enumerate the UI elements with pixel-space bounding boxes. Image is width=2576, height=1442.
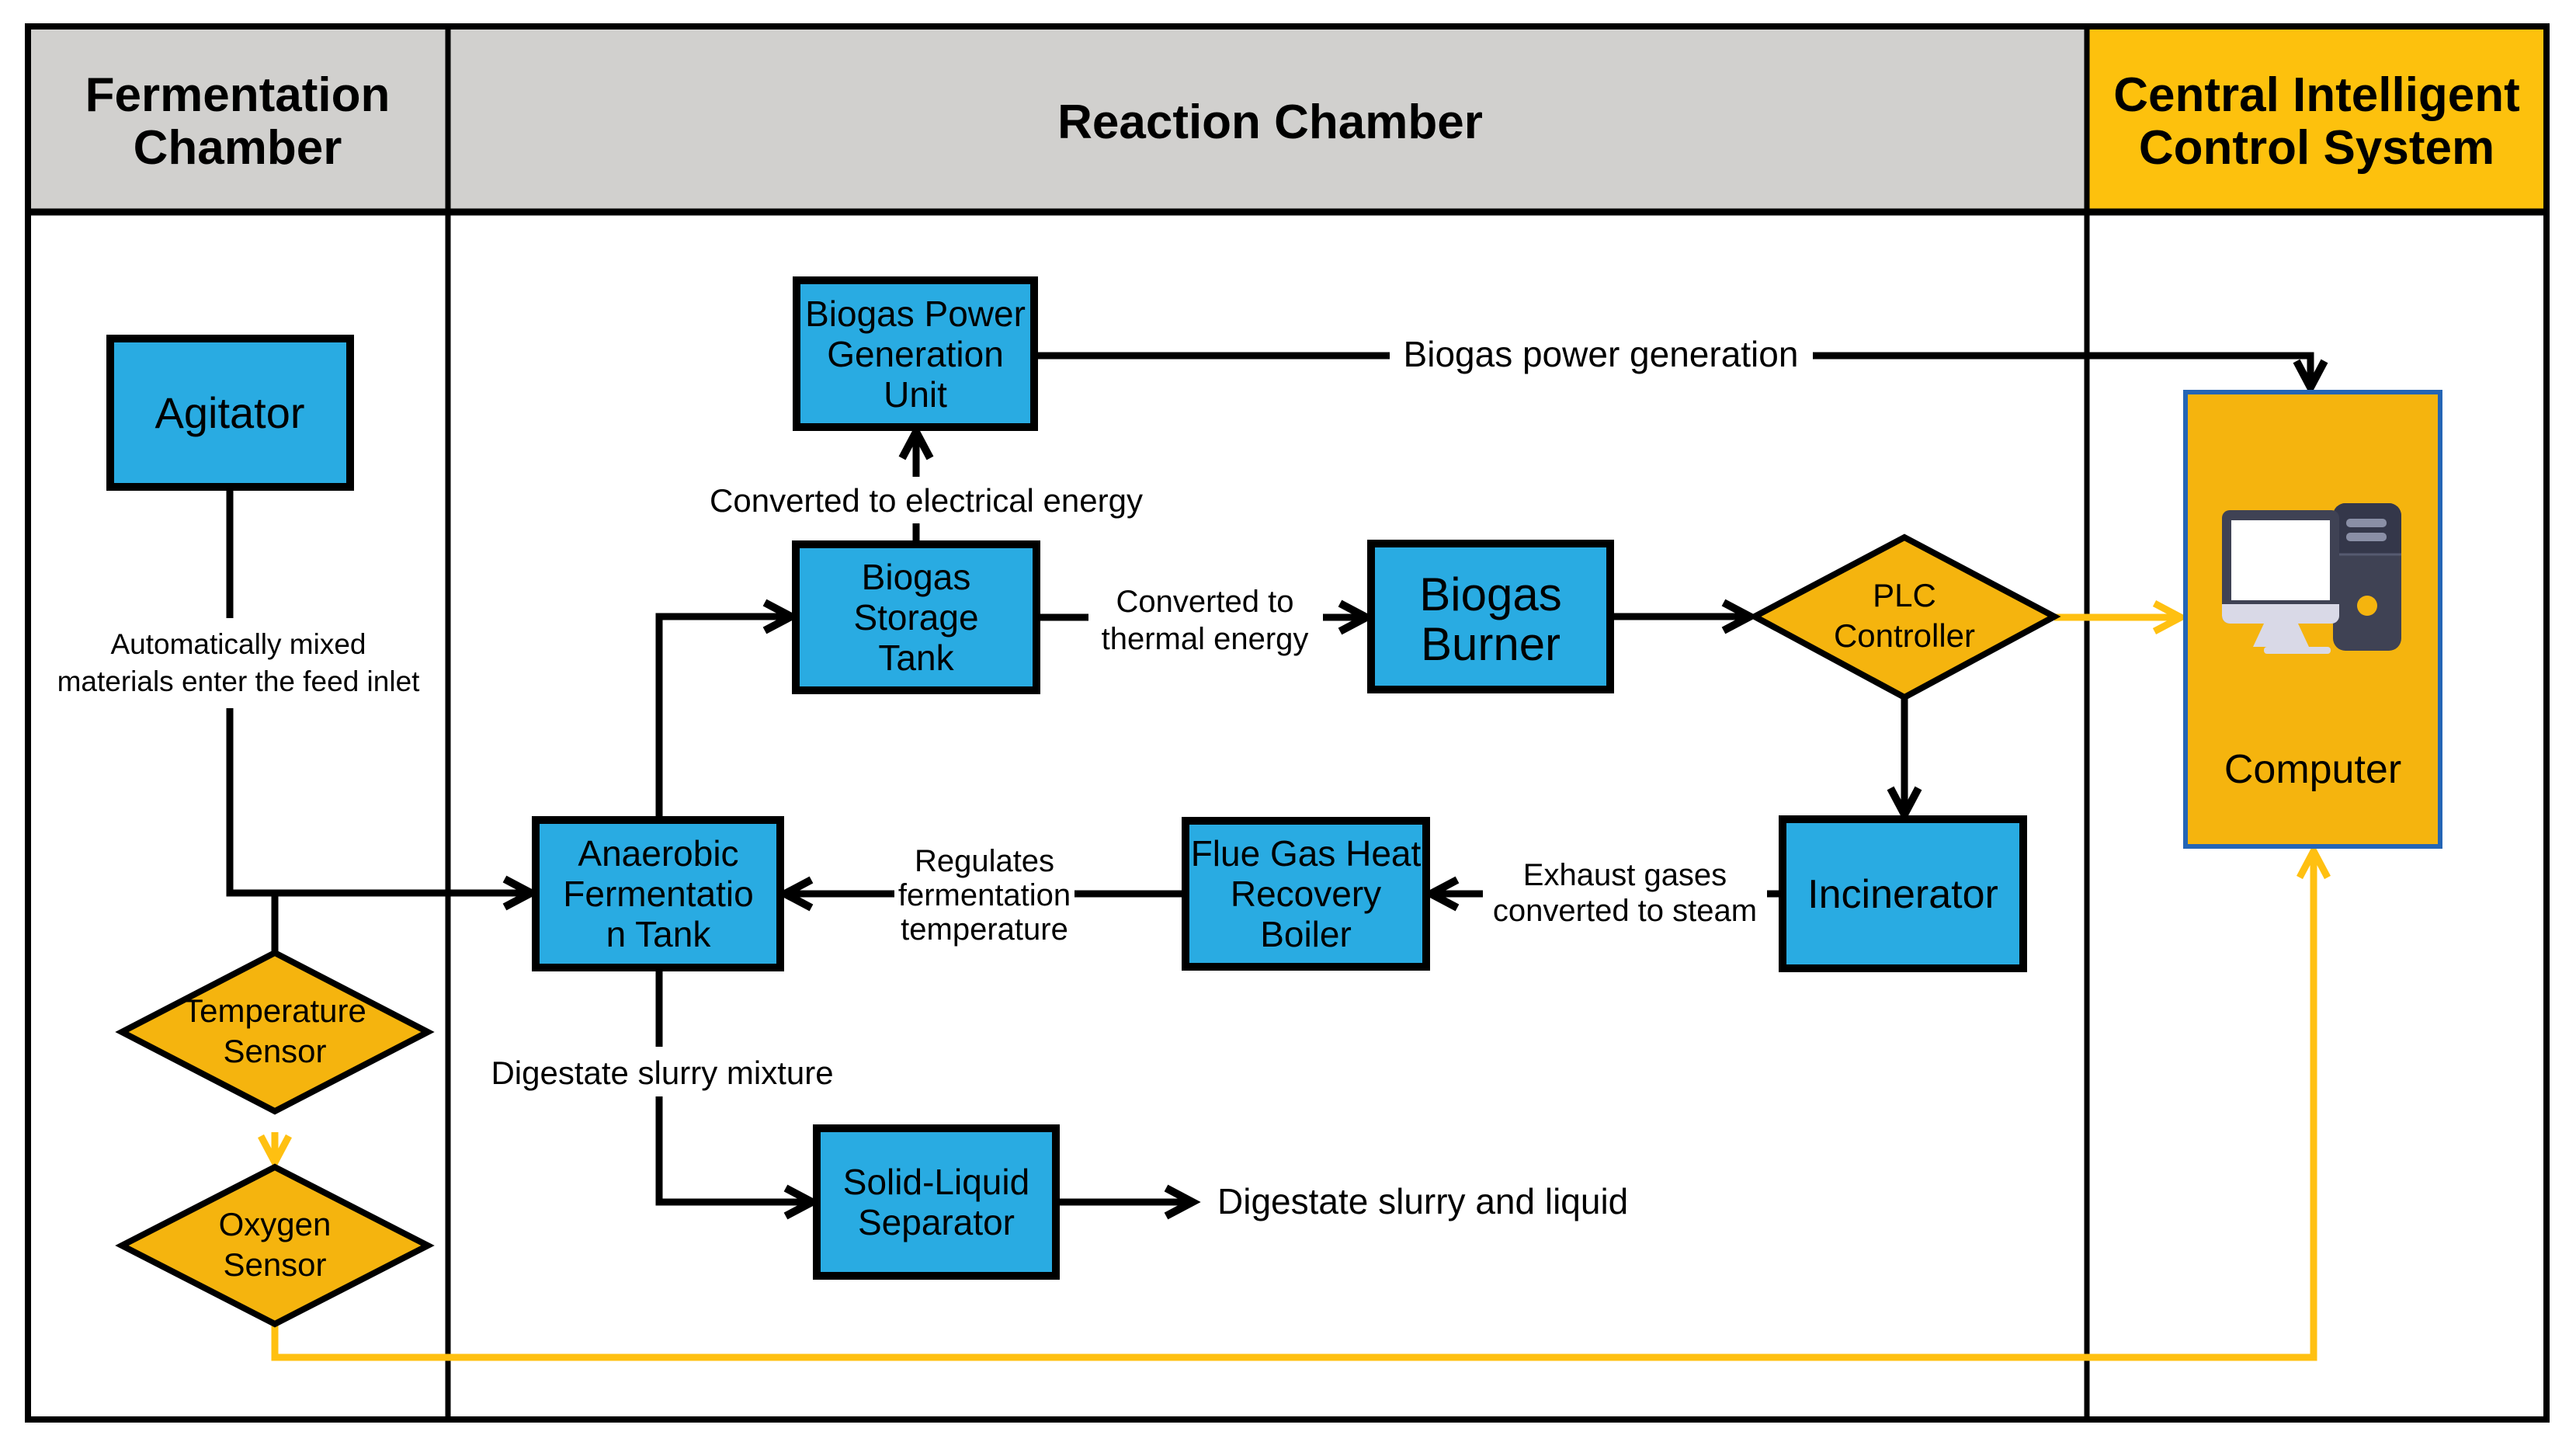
node-biogas-storage-tank-line1: Biogas: [862, 557, 971, 597]
node-agitator: Agitator: [106, 335, 354, 491]
node-flue-gas-heat-recovery-boiler-line1: Flue Gas Heat: [1191, 833, 1422, 874]
label-converted-electrical-bg: [697, 477, 1155, 523]
label-regulates-temperature-line2: fermentation: [898, 878, 1071, 912]
node-anaerobic-fermentation-tank-line3: n Tank: [606, 914, 712, 954]
header-fermentation-bg: [28, 26, 448, 212]
node-computer: Computer: [2183, 390, 2442, 849]
label-regulates-temperature-line1: Regulates: [915, 844, 1054, 878]
node-biogas-burner-line1: Biogas: [1419, 568, 1561, 620]
computer-power-button: [2357, 596, 2377, 616]
label-biogas-power-generation-bg: [1390, 326, 1813, 385]
label-converted-thermal-bg: [1088, 576, 1323, 660]
node-oxygen-sensor-line1: Oxygen: [219, 1206, 332, 1242]
label-exhaust-gases-bg: [1483, 853, 1767, 933]
node-anaerobic-fermentation-tank-box: [532, 816, 784, 971]
header-control-line1: Central Intelligent: [2113, 68, 2520, 122]
computer-monitor-chin: [2222, 604, 2339, 624]
node-anaerobic-fermentation-tank-line2: Fermentatio: [563, 874, 753, 914]
node-agitator-box: [106, 335, 354, 491]
label-digestate-output-line1: Digestate slurry and liquid: [1217, 1181, 1628, 1221]
header-reaction-line1: Reaction Chamber: [1057, 96, 1483, 149]
node-agitator-label: Agitator: [155, 388, 305, 437]
header-control-line2: Control System: [2139, 121, 2494, 175]
node-temperature-sensor-line1: Temperature: [183, 992, 366, 1029]
header-reaction-bg: [448, 26, 2087, 212]
node-flue-gas-heat-recovery-boiler: Flue Gas Heat Recovery Boiler: [1182, 817, 1430, 971]
node-anaerobic-fermentation-tank: Anaerobic Fermentatio n Tank: [532, 816, 784, 971]
header-control-bg: [2087, 26, 2546, 212]
node-temperature-sensor: Temperature Sensor: [115, 949, 435, 1115]
node-plc-controller-line1: PLC: [1873, 577, 1936, 613]
node-biogas-burner-box: [1367, 540, 1614, 693]
node-incinerator-label: Incinerator: [1807, 872, 1998, 917]
label-biogas-power-generation-line1: Biogas power generation: [1404, 334, 1799, 374]
computer-monitor-stand: [2253, 624, 2309, 647]
label-auto-mixed-bg: [37, 618, 441, 708]
computer-tower-top: [2333, 503, 2401, 554]
node-computer-label: Computer: [2224, 747, 2401, 792]
node-biogas-power-generation-unit-line1: Biogas Power: [805, 294, 1026, 334]
label-digestate-output: Digestate slurry and liquid: [1217, 1181, 1628, 1221]
node-plc-controller: PLC Controller: [1748, 533, 2061, 701]
node-anaerobic-fermentation-tank-line1: Anaerobic: [578, 833, 738, 874]
outer-frame: [25, 23, 2550, 1423]
node-temperature-sensor-diamond: [115, 949, 435, 1115]
label-regulates-temperature-line3: temperature: [901, 912, 1068, 947]
node-flue-gas-heat-recovery-boiler-line3: Boiler: [1260, 914, 1352, 954]
computer-tower-stripe-2: [2346, 533, 2387, 541]
label-auto-mixed-line1: Automatically mixed: [110, 628, 366, 660]
edge-tank-to-storage: [655, 599, 800, 820]
label-digestate-mixture-line1: Digestate slurry mixture: [491, 1055, 833, 1091]
node-solid-liquid-separator: Solid-Liquid Separator: [813, 1124, 1060, 1280]
node-biogas-power-generation-unit: Biogas Power Generation Unit: [793, 276, 1038, 431]
computer-monitor-screen: [2231, 520, 2330, 600]
node-plc-controller-line2: Controller: [1834, 617, 1975, 654]
node-oxygen-sensor: Oxygen Sensor: [115, 1163, 435, 1328]
node-biogas-storage-tank-line2: Storage: [853, 597, 978, 638]
node-biogas-power-generation-unit-line3: Unit: [884, 374, 947, 415]
label-regulates-temperature-bg: [894, 836, 1074, 949]
label-converted-electrical: Converted to electrical energy: [697, 477, 1155, 523]
swimlane-headers: Fermentation Chamber Reaction Chamber Ce…: [28, 26, 2546, 212]
edge-tank-to-separator: [655, 968, 821, 1220]
node-biogas-power-generation-unit-box: [793, 276, 1038, 431]
node-biogas-power-generation-unit-line2: Generation: [827, 334, 1004, 374]
computer-monitor-base: [2264, 647, 2331, 654]
computer-icon: [2222, 503, 2401, 654]
node-solid-liquid-separator-line2: Separator: [858, 1202, 1015, 1242]
label-digestate-mixture: Digestate slurry mixture: [481, 1047, 843, 1096]
node-incinerator-box: [1779, 815, 2027, 972]
node-incinerator: Incinerator: [1779, 815, 2027, 972]
node-solid-liquid-separator-line1: Solid-Liquid: [843, 1162, 1029, 1202]
node-biogas-burner-line2: Burner: [1421, 618, 1561, 670]
node-biogas-storage-tank-line3: Tank: [878, 638, 954, 678]
node-biogas-storage-tank: Biogas Storage Tank: [792, 540, 1040, 694]
label-converted-electrical-line1: Converted to electrical energy: [710, 482, 1143, 519]
label-auto-mixed-line2: materials enter the feed inlet: [57, 665, 421, 697]
label-auto-mixed: Automatically mixed materials enter the …: [37, 618, 441, 708]
label-converted-thermal: Converted to thermal energy: [1088, 576, 1323, 660]
connectors-yellow: [258, 600, 2331, 1361]
node-biogas-storage-tank-box: [792, 540, 1040, 694]
node-solid-liquid-separator-box: [813, 1124, 1060, 1280]
label-exhaust-gases: Exhaust gases converted to steam: [1483, 853, 1767, 933]
label-regulates-temperature: Regulates fermentation temperature: [894, 836, 1074, 949]
header-fermentation-line1: Fermentation: [85, 68, 391, 122]
label-converted-thermal-line2: thermal energy: [1102, 622, 1309, 656]
computer-tower-stripe-1: [2346, 519, 2387, 527]
node-biogas-burner: Biogas Burner: [1367, 540, 1614, 693]
label-exhaust-gases-line1: Exhaust gases: [1523, 858, 1727, 892]
label-biogas-power-generation: Biogas power generation: [1390, 326, 1813, 385]
node-temperature-sensor-line2: Sensor: [223, 1033, 326, 1069]
header-fermentation-line2: Chamber: [134, 121, 342, 175]
node-oxygen-sensor-diamond: [115, 1163, 435, 1328]
node-flue-gas-heat-recovery-boiler-line2: Recovery: [1231, 874, 1381, 914]
label-exhaust-gases-line2: converted to steam: [1493, 894, 1757, 928]
node-plc-controller-diamond: [1748, 533, 2061, 701]
node-oxygen-sensor-line2: Sensor: [223, 1246, 326, 1283]
edge-sensors-to-computer: [271, 843, 2331, 1361]
node-flue-gas-heat-recovery-boiler-box: [1182, 817, 1430, 971]
label-digestate-mixture-bg: [481, 1047, 843, 1096]
label-converted-thermal-line1: Converted to: [1116, 585, 1293, 619]
